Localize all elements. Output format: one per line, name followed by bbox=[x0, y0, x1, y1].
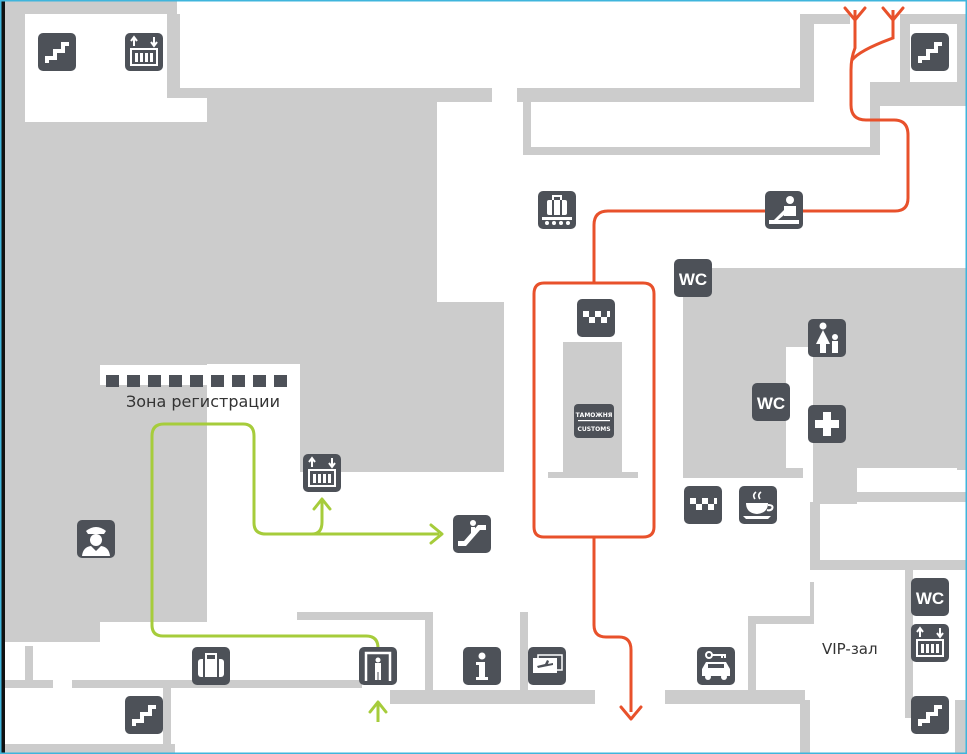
vip-lounge-label: VIP-зал bbox=[822, 640, 878, 658]
security-gate-icon bbox=[357, 645, 399, 687]
stairs-icon bbox=[911, 33, 949, 71]
wc-icon bbox=[752, 383, 790, 421]
taxi-icon bbox=[577, 299, 615, 337]
checkin-desks bbox=[106, 375, 287, 387]
elevator-icon bbox=[910, 623, 950, 663]
customs-sign: ТАМОЖНЯ CUSTOMS bbox=[574, 404, 614, 438]
taxi-icon bbox=[684, 486, 722, 524]
wc-icon bbox=[674, 259, 712, 297]
passport-control-icon bbox=[765, 191, 803, 229]
arrival-route bbox=[150, 422, 439, 722]
wc-icon bbox=[911, 578, 949, 616]
luggage-storage-icon bbox=[191, 646, 231, 686]
first-aid-icon bbox=[808, 405, 846, 443]
stairs-icon bbox=[38, 33, 76, 71]
baggage-claim-icon bbox=[537, 190, 577, 230]
elevator-icon bbox=[124, 32, 164, 72]
customs-sign-en: CUSTOMS bbox=[577, 426, 610, 433]
car-rental-icon bbox=[696, 646, 736, 686]
mother-child-room-icon bbox=[808, 319, 846, 357]
cafe-icon bbox=[738, 485, 778, 525]
departure-route bbox=[532, 10, 910, 712]
stairs-icon bbox=[911, 696, 949, 734]
checkin-zone-label: Зона регистрации bbox=[126, 392, 280, 411]
elevator-icon bbox=[302, 453, 342, 493]
police-icon bbox=[77, 520, 115, 558]
stairs-icon bbox=[125, 696, 163, 734]
customs-sign-ru: ТАМОЖНЯ bbox=[576, 412, 613, 419]
escalator-icon bbox=[453, 515, 491, 553]
tickets-icon bbox=[527, 646, 567, 686]
info-icon bbox=[463, 647, 501, 685]
